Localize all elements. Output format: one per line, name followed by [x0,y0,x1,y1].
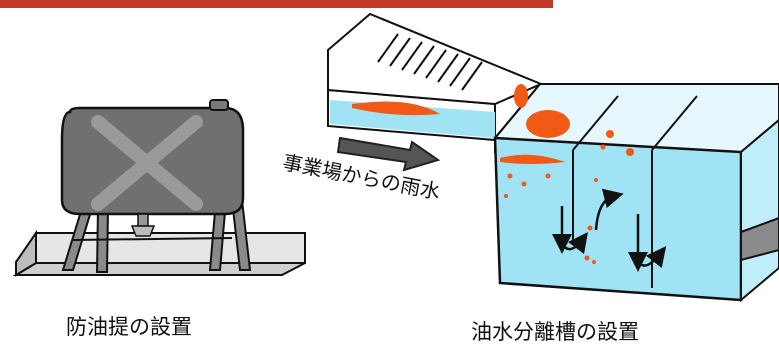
header-band [0,0,553,8]
cross-mark-icon [91,115,203,211]
inflow-trough [327,12,544,142]
circulation-arrow-icon [552,188,667,272]
oil-water-separator-caption: 油水分離槽の設置 [471,320,639,344]
right-arrow-icon [336,136,441,172]
drain-pipe-icon [740,216,779,262]
separator-tank [493,83,779,303]
oil-dike-caption: 防油提の設置 [66,315,192,339]
